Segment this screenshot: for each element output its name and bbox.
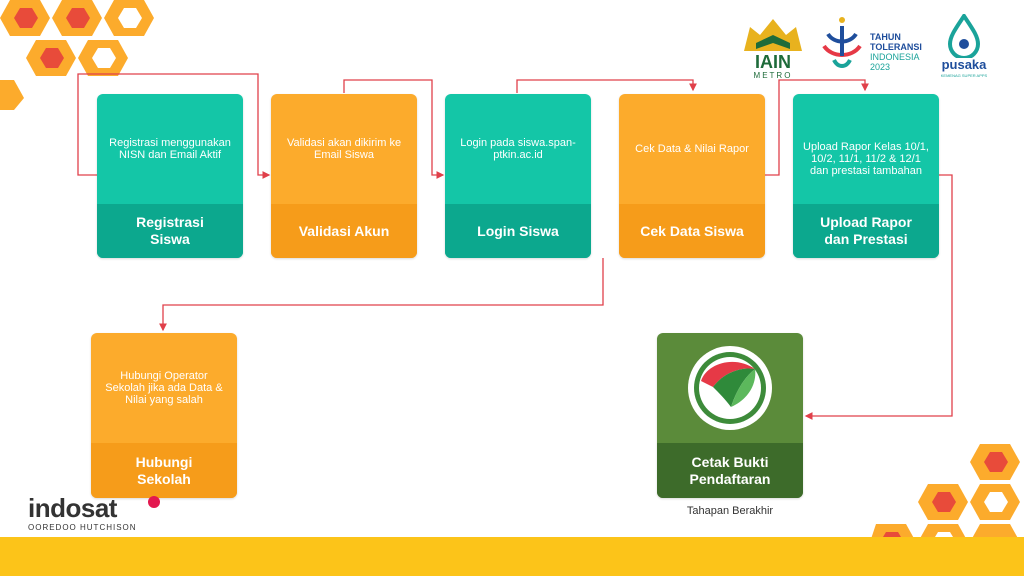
pusaka-name: pusaka [941, 57, 987, 72]
indosat-subname: OOREDOO HUTCHISON [28, 523, 137, 532]
final-title: Cetak Bukti Pendaftaran [657, 443, 803, 498]
iain-logo-text: IAIN [755, 52, 791, 72]
iain-book-icon [744, 19, 802, 51]
span-ptkin-logo-icon [688, 346, 772, 430]
step-desc: Upload Rapor Kelas 10/1, 10/2, 11/1, 11/… [803, 141, 929, 177]
step-desc: Login pada siswa.span-ptkin.ac.id [460, 137, 576, 161]
final-card: Cetak Bukti Pendaftaran [657, 333, 803, 498]
toleransi-line-2: TOLERANSI [870, 42, 922, 52]
connector-2-3 [343, 79, 445, 179]
toleransi-line-4: 2023 [870, 62, 891, 72]
step-title: Validasi Akun [271, 204, 417, 258]
pusaka-tagline: KEMENAG SUPER APPS [940, 73, 988, 78]
step-title: Cek Data Siswa [619, 204, 765, 258]
connector-3-4 [516, 79, 697, 93]
pusaka-drop-icon [947, 12, 981, 60]
indosat-logo: indosat OOREDOO HUTCHISON [28, 494, 168, 534]
step-card-registrasi: Registrasi menggunakan NISN dan Email Ak… [97, 94, 243, 258]
contact-title: Hubungi Sekolah [91, 443, 237, 498]
contact-desc: Hubungi Operator Sekolah jika ada Data &… [105, 370, 223, 406]
connector-4-contact [159, 258, 604, 332]
step-title: Registrasi Siswa [97, 204, 243, 258]
hexagon-pattern-top-left [0, 0, 154, 110]
final-caption: Tahapan Berakhir [686, 505, 774, 517]
connector-4-5 [765, 79, 869, 176]
connector-1-2 [77, 73, 271, 179]
indosat-dot-icon [148, 496, 160, 508]
contact-card: Hubungi Operator Sekolah jika ada Data &… [91, 333, 237, 498]
step-card-validasi: Validasi akan dikirim ke Email Siswa Val… [271, 94, 417, 258]
step-desc: Registrasi menggunakan NISN dan Email Ak… [109, 137, 231, 161]
iain-logo-subtext: METRO [753, 71, 793, 80]
toleransi-logo: TAHUN TOLERANSI INDONESIA 2023 [820, 14, 932, 74]
step-desc: Cek Data & Nilai Rapor [635, 143, 749, 155]
final-logo-area [657, 333, 803, 443]
indosat-name: indosat [28, 493, 117, 523]
connector-5-final [804, 174, 953, 420]
step-title: Upload Rapor dan Prestasi [793, 204, 939, 258]
step-desc: Validasi akan dikirim ke Email Siswa [286, 137, 402, 161]
toleransi-line-1: TAHUN [870, 32, 901, 42]
step-title: Login Siswa [445, 204, 591, 258]
toleransi-emblem-icon [822, 17, 862, 68]
iain-metro-logo: IAIN METRO [740, 15, 806, 81]
pusaka-logo: pusaka KEMENAG SUPER APPS [936, 12, 992, 80]
toleransi-line-3: INDONESIA [870, 52, 920, 62]
step-card-upload: Upload Rapor Kelas 10/1, 10/2, 11/1, 11/… [793, 94, 939, 258]
footer-strip [0, 537, 1024, 576]
step-card-cek-data: Cek Data & Nilai Rapor Cek Data Siswa [619, 94, 765, 258]
step-card-login: Login pada siswa.span-ptkin.ac.id Login … [445, 94, 591, 258]
